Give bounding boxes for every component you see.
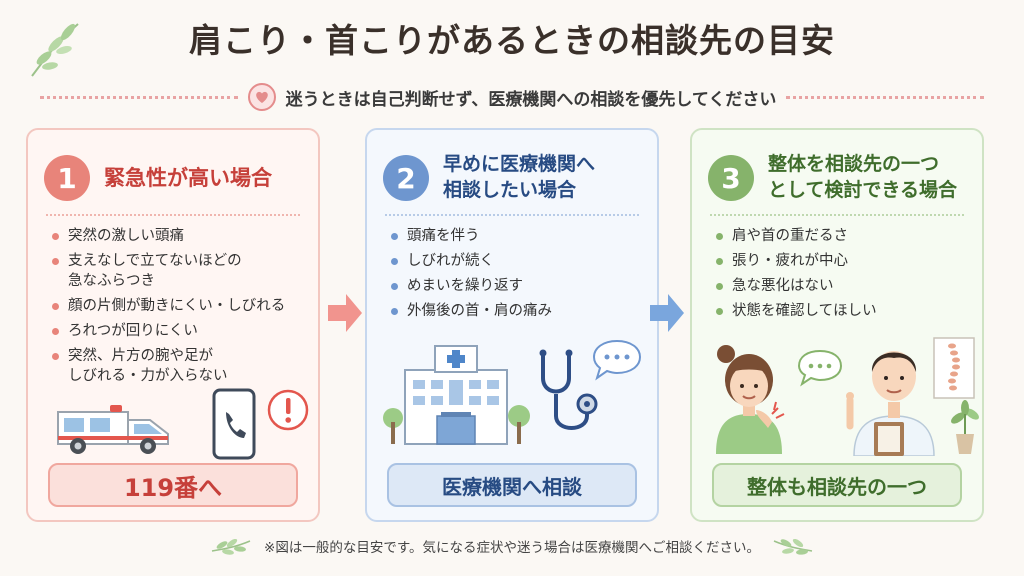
hospital-icon [383, 345, 530, 445]
footnote: ※図は一般的な目安です。気になる症状や迷う場合は医療機関へご相談ください。 [264, 540, 760, 556]
list-item: 頭痛を伴う [389, 226, 647, 246]
card-emergency: 1 緊急性が高い場合 突然の激しい頭痛 支えなしで立てないほどの急なふらつき 顔… [26, 128, 320, 522]
list-item: 急な悪化はない [714, 276, 972, 296]
list-item: めまいを繰り返す [389, 276, 647, 296]
symptom-list: 頭痛を伴う しびれが続く めまいを繰り返す 外傷後の首・肩の痛み [389, 226, 647, 326]
divider [710, 214, 964, 216]
arrow-right-icon [328, 294, 362, 332]
step-number: 3 [708, 155, 754, 201]
list-item: 突然の激しい頭痛 [50, 226, 308, 246]
patient-icon [716, 345, 785, 454]
action-medical: 医療機関へ相談 [387, 463, 637, 507]
step-number: 1 [44, 155, 90, 201]
subtitle: 迷うときは自己判断せず、医療機関への相談を優先してください [285, 89, 777, 110]
list-item: ろれつが回りにくい [50, 321, 308, 341]
list-item: 張り・疲れが中心 [714, 251, 972, 271]
spine-chart-icon [933, 337, 975, 399]
speech-bubble-icon [592, 339, 642, 381]
list-item: 突然、片方の腕や足がしびれる・力が入らない [50, 346, 308, 386]
leaf-icon [211, 538, 251, 555]
speech-bubble-icon [797, 349, 843, 387]
practitioner-icon [846, 351, 935, 456]
plant-icon [951, 400, 979, 454]
phone-icon [212, 388, 256, 460]
list-item: 顔の片側が動きにくい・しびれる [50, 296, 308, 316]
divider [40, 95, 238, 99]
action-seitai: 整体も相談先の一つ [712, 463, 962, 507]
card-heading: 緊急性が高い場合 [104, 165, 272, 190]
card-header: 1 緊急性が高い場合 [44, 146, 306, 210]
arrow-right-icon [650, 294, 684, 332]
page-title: 肩こり・首こりがあるときの相談先の目安 [189, 21, 835, 60]
card-header: 3 整体を相談先の一つ として検討できる場合 [708, 146, 970, 210]
list-item: しびれが続く [389, 251, 647, 271]
list-item: 状態を確認してほしい [714, 301, 972, 321]
divider [385, 214, 639, 216]
step-number: 2 [383, 155, 429, 201]
divider [786, 95, 985, 99]
leaf-icon [31, 23, 79, 77]
list-item: 肩や首の重だるさ [714, 226, 972, 246]
list-item: 外傷後の首・肩の痛み [389, 301, 647, 321]
card-medical: 2 早めに医療機関へ 相談したい場合 頭痛を伴う しびれが続く めまいを繰り返す… [365, 128, 659, 522]
divider [46, 214, 300, 216]
card-heading: 早めに医療機関へ 相談したい場合 [443, 153, 596, 201]
list-item: 支えなしで立てないほどの急なふらつき [50, 251, 308, 291]
ambulance-icon [57, 405, 169, 454]
heart-hands-icon [247, 83, 276, 111]
stethoscope-icon [539, 349, 598, 430]
card-header: 2 早めに医療機関へ 相談したい場合 [383, 146, 645, 210]
card-heading: 整体を相談先の一つ として検討できる場合 [768, 153, 958, 201]
symptom-list: 突然の激しい頭痛 支えなしで立てないほどの急なふらつき 顔の片側が動きにくい・し… [50, 226, 308, 391]
leaf-icon [773, 538, 813, 555]
action-119: 119番へ [48, 463, 298, 507]
footnote-row: ※図は一般的な目安です。気になる症状や迷う場合は医療機関へご相談ください。 [0, 531, 1024, 561]
card-seitai: 3 整体を相談先の一つ として検討できる場合 肩や首の重だるさ 張り・疲れが中心… [690, 128, 984, 522]
subtitle-row: 迷うときは自己判断せず、医療機関への相談を優先してください [40, 82, 985, 112]
exclamation-icon [267, 389, 309, 431]
symptom-list: 肩や首の重だるさ 張り・疲れが中心 急な悪化はない 状態を確認してほしい [714, 226, 972, 326]
